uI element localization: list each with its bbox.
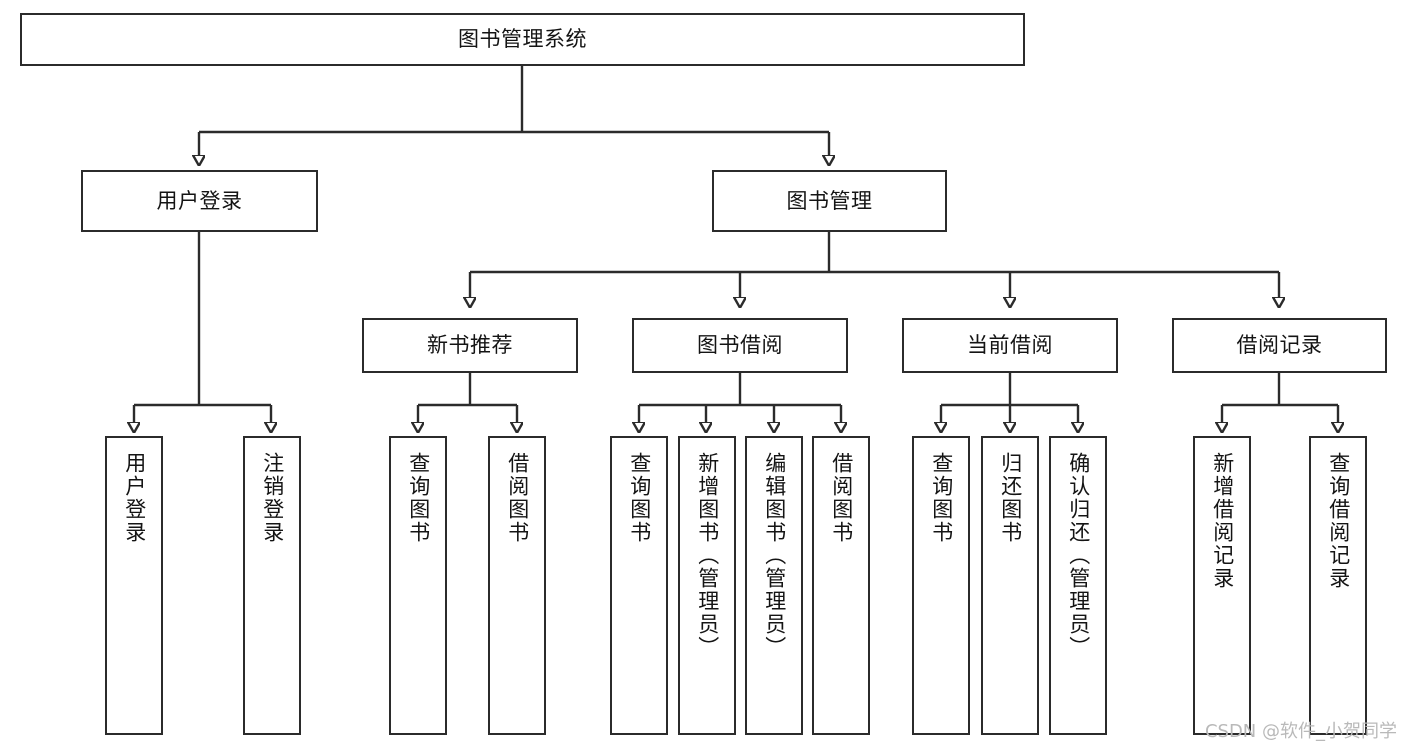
- node-current-borrowing[interactable]: 当前借阅: [902, 318, 1118, 373]
- node-label: 查询图书: [406, 452, 431, 544]
- node-label: 新增图书（管理员）: [695, 452, 720, 659]
- node-label: 新书推荐: [427, 333, 513, 357]
- node-label: 图书管理系统: [458, 27, 587, 51]
- leaf-borrow-books-recommendation[interactable]: 借阅图书: [488, 436, 546, 735]
- leaf-confirm-return-admin[interactable]: 确认归还（管理员）: [1049, 436, 1107, 735]
- node-label: 用户登录: [122, 452, 147, 544]
- node-new-book-recommendation[interactable]: 新书推荐: [362, 318, 578, 373]
- leaf-edit-book-admin[interactable]: 编辑图书（管理员）: [745, 436, 803, 735]
- leaf-user-login[interactable]: 用户登录: [105, 436, 163, 735]
- leaf-query-books-current[interactable]: 查询图书: [912, 436, 970, 735]
- csdn-watermark: CSDN @软件_小贺同学: [1204, 721, 1397, 742]
- leaf-add-borrowing-record[interactable]: 新增借阅记录: [1193, 436, 1251, 735]
- leaf-query-borrowing-record[interactable]: 查询借阅记录: [1309, 436, 1367, 735]
- node-label: 借阅图书: [505, 452, 530, 544]
- leaf-query-books-borrowing[interactable]: 查询图书: [610, 436, 668, 735]
- node-root-book-management-system[interactable]: 图书管理系统: [20, 13, 1025, 66]
- node-label: 查询借阅记录: [1326, 452, 1351, 590]
- node-label: 新增借阅记录: [1210, 452, 1235, 590]
- node-label: 编辑图书（管理员）: [762, 452, 787, 659]
- node-book-borrowing[interactable]: 图书借阅: [632, 318, 848, 373]
- node-label: 借阅图书: [829, 452, 854, 544]
- node-label: 注销登录: [260, 452, 285, 544]
- node-label: 确认归还（管理员）: [1066, 452, 1091, 659]
- node-label: 查询图书: [627, 452, 652, 544]
- leaf-borrow-books-borrowing[interactable]: 借阅图书: [812, 436, 870, 735]
- leaf-query-books-recommendation[interactable]: 查询图书: [389, 436, 447, 735]
- node-borrowing-records[interactable]: 借阅记录: [1172, 318, 1387, 373]
- node-book-management[interactable]: 图书管理: [712, 170, 947, 232]
- leaf-logout[interactable]: 注销登录: [243, 436, 301, 735]
- node-label: 借阅记录: [1236, 333, 1323, 357]
- node-label: 用户登录: [156, 188, 243, 213]
- node-label: 图书管理: [786, 188, 873, 213]
- node-label: 查询图书: [929, 452, 954, 544]
- node-user-login[interactable]: 用户登录: [81, 170, 318, 232]
- leaf-return-books[interactable]: 归还图书: [981, 436, 1039, 735]
- node-label: 当前借阅: [967, 333, 1053, 357]
- leaf-add-book-admin[interactable]: 新增图书（管理员）: [678, 436, 736, 735]
- node-label: 归还图书: [998, 452, 1023, 544]
- node-label: 图书借阅: [697, 333, 783, 357]
